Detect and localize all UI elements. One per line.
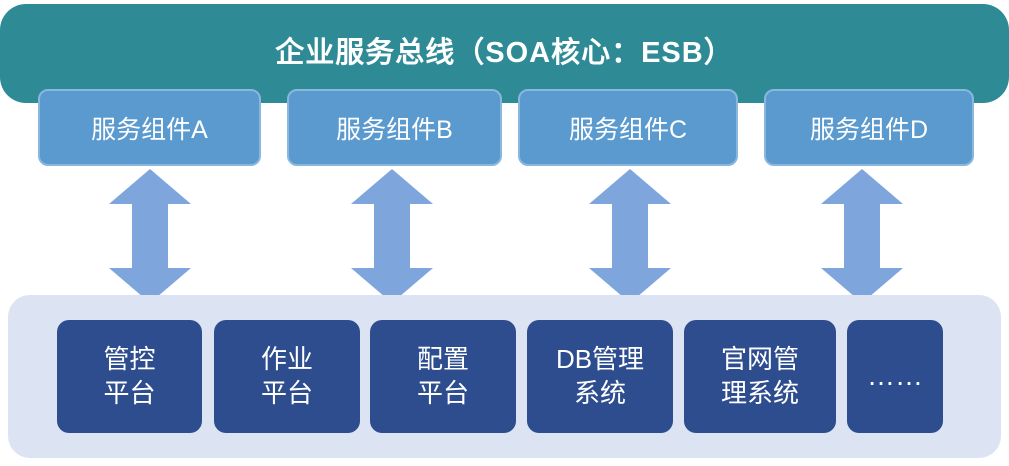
system-box-db-management: DB管理 系统: [527, 320, 673, 433]
service-component-d: 服务组件D: [764, 89, 974, 166]
service-component-b: 服务组件B: [287, 89, 502, 166]
service-component-d-label: 服务组件D: [809, 115, 929, 144]
system-label: 官网管 理系统: [720, 343, 799, 408]
system-box-ellipsis: ……: [847, 320, 943, 433]
double-arrow-icon: [351, 169, 433, 303]
esb-bus-banner: 企业服务总线（SOA核心：ESB）: [0, 4, 1009, 103]
double-arrow-icon: [821, 169, 903, 303]
system-label: DB管理 系统: [555, 343, 645, 408]
system-box-website-management: 官网管 理系统: [684, 320, 836, 433]
system-label: 作业 平台: [260, 343, 313, 408]
service-component-b-label: 服务组件B: [336, 115, 453, 144]
service-component-c: 服务组件C: [518, 89, 738, 166]
service-component-c-label: 服务组件C: [568, 115, 688, 144]
system-label: ……: [867, 360, 923, 392]
esb-bus-title: 企业服务总线（SOA核心：ESB）: [275, 36, 734, 69]
system-box-control-platform: 管控 平台: [57, 320, 202, 433]
system-box-config-platform: 配置 平台: [370, 320, 516, 433]
system-box-job-platform: 作业 平台: [214, 320, 360, 433]
system-label: 配置 平台: [416, 343, 469, 408]
double-arrow-icon: [109, 169, 191, 303]
service-component-a-label: 服务组件A: [91, 115, 208, 144]
service-component-a: 服务组件A: [38, 89, 261, 166]
platform-systems-panel: 管控 平台 作业 平台 配置 平台 DB管理 系统 官网管 理系统 ……: [8, 295, 1001, 458]
system-label: 管控 平台: [103, 343, 156, 408]
double-arrow-icon: [589, 169, 671, 303]
